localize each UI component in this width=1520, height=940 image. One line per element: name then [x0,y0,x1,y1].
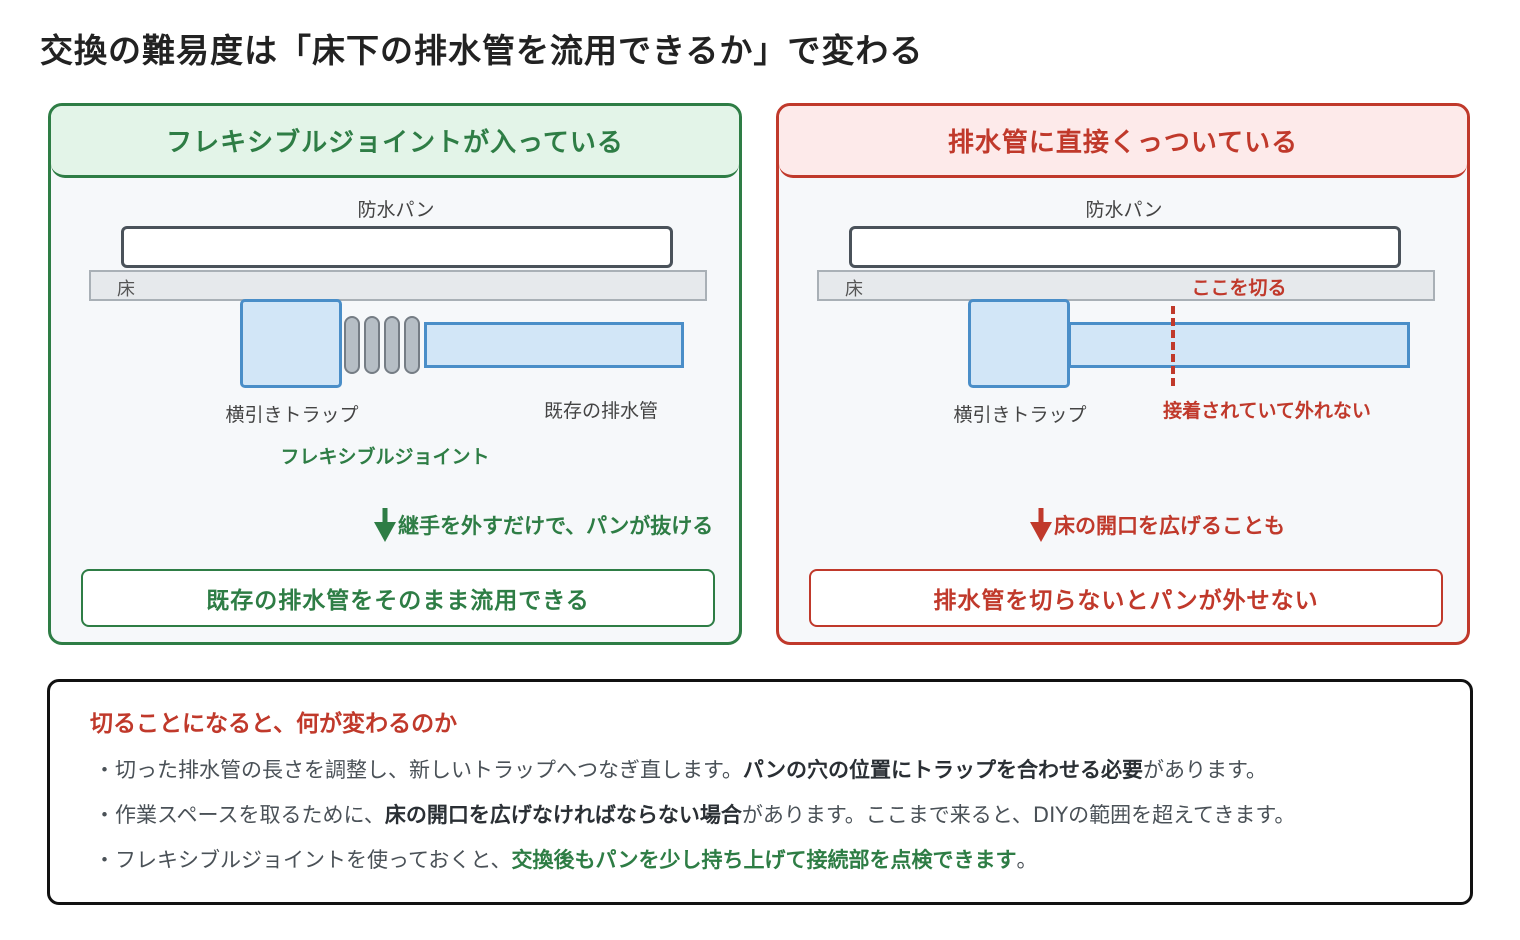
direct-connection-panel: 排水管に直接くっついている 防水パン 床 ここを切る 横引きトラップ 接着されて… [776,103,1470,645]
arrow-text: 継手を外すだけで、パンが抜ける [398,514,714,538]
trap-label: 横引きトラップ [953,404,1087,426]
flex-joint-bellow [364,316,380,374]
pan-label: 防水パン [1085,199,1163,221]
horizontal-trap [968,299,1070,388]
down-arrow-icon [1030,508,1052,542]
page-title: 交換の難易度は「床下の排水管を流用できるか」で変わる [40,31,924,70]
cut-here-label: ここを切る [1191,277,1287,299]
drain-pipe [1068,322,1410,368]
floor-slab [817,270,1435,301]
glued-label: 接着されていて外れない [1163,400,1371,422]
notes-box: 切ることになると、何が変わるのか ・切った排水管の長さを調整し、新しいトラップへ… [47,679,1473,905]
note-line: ・切った排水管の長さを調整し、新しいトラップへつなぎ直します。パンの穴の位置にト… [94,758,1267,782]
arrow-text: 床の開口を広げることも [1054,514,1285,538]
existing-drain-pipe [424,322,684,368]
floor-label: 床 [117,279,135,300]
horizontal-trap [240,299,342,388]
floor-label: 床 [845,279,863,300]
arrow-note: 継手を外すだけで、パンが抜ける [374,508,713,542]
joint-label: フレキシブルジョイント [280,446,490,468]
flexible-joint-panel: フレキシブルジョイントが入っている 防水パン 床 横引きトラップ 既存の排水管 … [48,103,742,645]
note-line: ・フレキシブルジョイントを使っておくと、交換後もパンを少し持ち上げて接続部を点検… [94,848,1038,872]
result-box: 排水管を切らないとパンが外せない [809,569,1443,627]
trap-label: 横引きトラップ [225,404,359,426]
flex-joint-bellow [404,316,420,374]
waterproof-pan [849,226,1401,268]
flex-joint-bellow [344,316,360,374]
note-line: ・作業スペースを取るために、床の開口を広げなければならない場合があります。ここま… [94,803,1296,827]
waterproof-pan [121,226,673,268]
flex-joint-bellow [384,316,400,374]
arrow-note: 床の開口を広げることも [1030,508,1285,542]
pipe-label: 既存の排水管 [543,400,659,422]
flexible-joint-panel-header: フレキシブルジョイントが入っている [51,106,739,178]
note-emphasis: 交換後もパンを少し持ち上げて接続部を点検できます [511,848,1017,872]
note-emphasis: パンの穴の位置にトラップを合わせる必要 [742,758,1143,782]
cut-line [1171,306,1175,386]
pan-label: 防水パン [357,199,435,221]
note-emphasis: 床の開口を広げなければならない場合 [384,803,742,827]
notes-title: 切ることになると、何が変わるのか [90,711,458,737]
result-box: 既存の排水管をそのまま流用できる [81,569,715,627]
direct-connection-panel-header: 排水管に直接くっついている [779,106,1467,178]
floor-slab [89,270,707,301]
down-arrow-icon [374,508,396,542]
